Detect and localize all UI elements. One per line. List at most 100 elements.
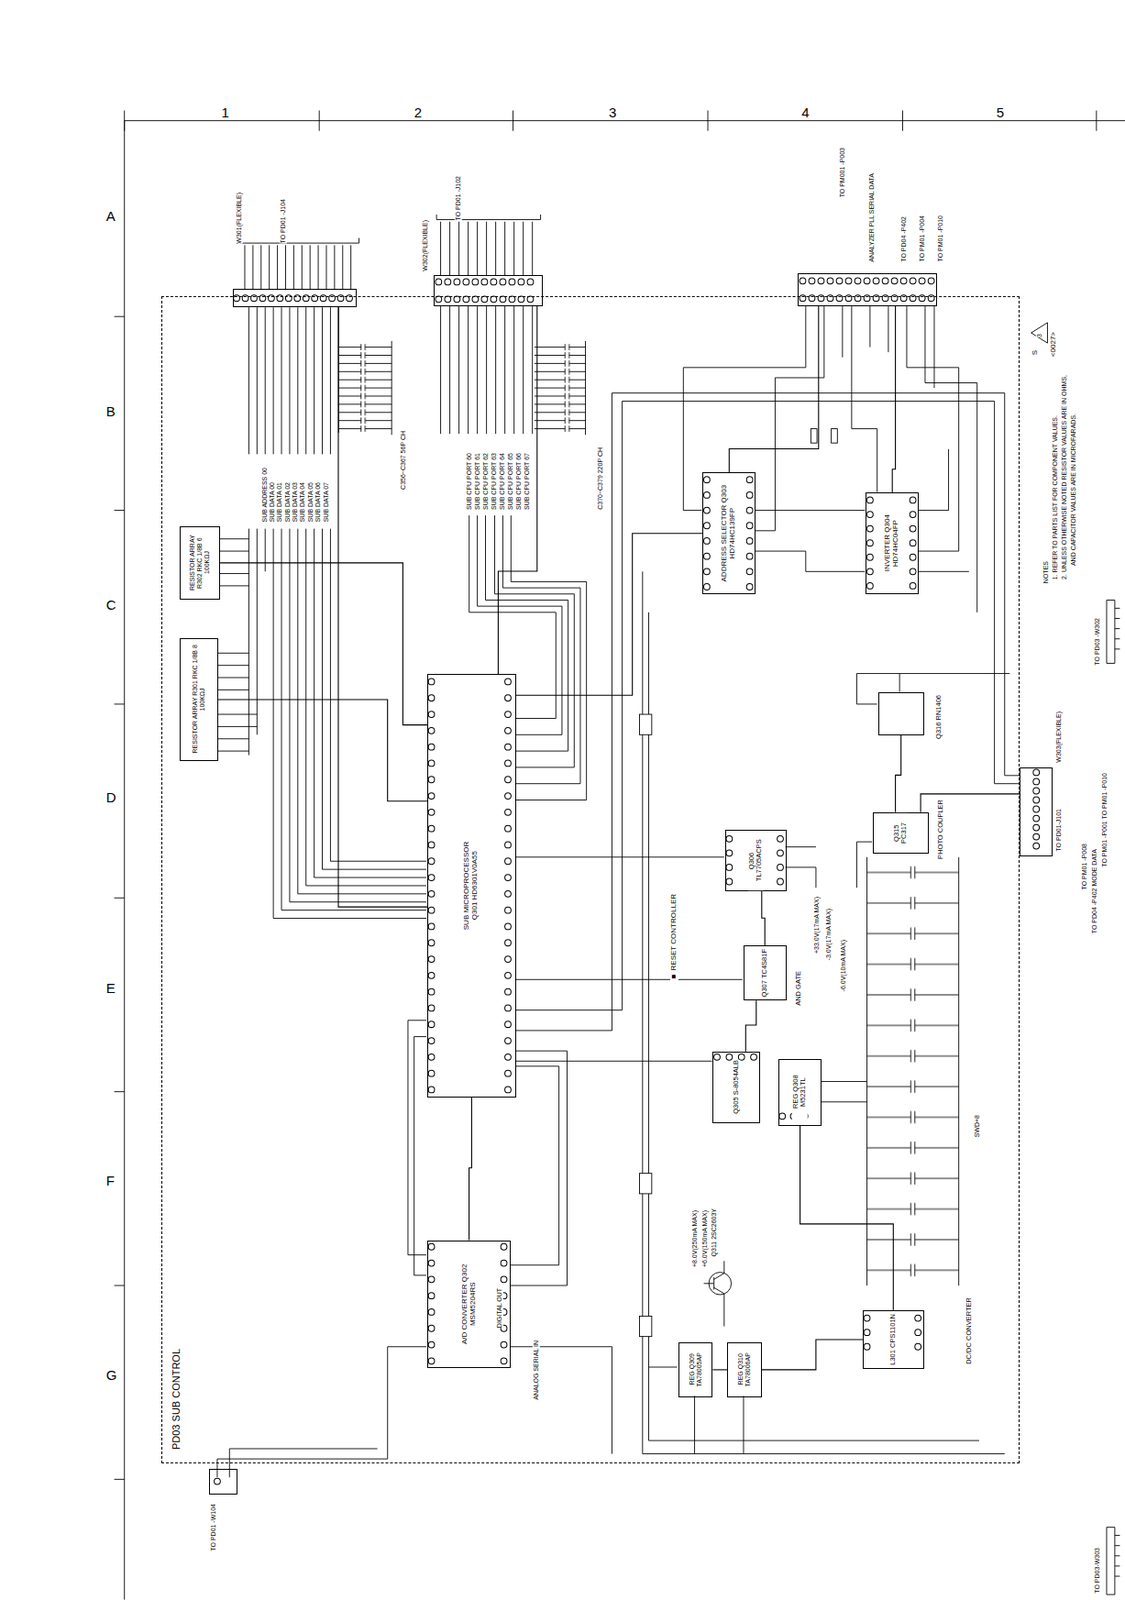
grid-reference: G: [106, 1367, 118, 1384]
part-label: REG Q309 TA78005AP: [688, 1343, 704, 1396]
schematic-label: SUB ADDRESS 00: [261, 467, 269, 523]
part-label: TO PD01 -J102: [454, 176, 463, 221]
schematic-label: SUB CPU PORT 67: [523, 452, 531, 510]
schematic-label: C370~C379 220P CH: [596, 447, 605, 510]
photocoupler-box: Q315 PC317PHOTO COUPLER: [872, 812, 929, 854]
schematic-label: TO PD03 -W302: [1093, 617, 1102, 666]
part-label: W302(FLEXIBLE): [421, 220, 430, 272]
grid-reference: E: [106, 981, 116, 997]
part-label: Q305 S-8054ALB: [732, 1059, 740, 1114]
resistor-array: RESISTOR ARRAY R301 RKC 1/8B 8 100KΩJ: [179, 638, 219, 761]
schematic-label: SUB DATA 01: [275, 482, 284, 522]
schematic-label: SUB DATA 04: [298, 482, 307, 522]
wire-connector: [338, 307, 428, 907]
grid-reference: 4: [801, 105, 809, 122]
grid-reference: C: [106, 597, 117, 614]
part-label: REG Q308 M5231TL: [792, 1059, 808, 1125]
wire-connector: [516, 533, 704, 696]
wire-connector: [469, 1097, 473, 1241]
part-label: TO PD01 -W104: [209, 1503, 218, 1552]
part-label: Q316 RN1406: [935, 694, 943, 739]
ic-box: Q305 S-8054ALB: [712, 1051, 760, 1124]
grid-reference: B: [106, 404, 116, 420]
ic-box: SUB MICROPROCESSOR Q301 HD6301V0A55: [427, 673, 517, 1098]
schematic-label: SUB DATA 03: [291, 482, 299, 522]
part-label: TO PM001 -P003: [838, 147, 847, 198]
part-label: A/D CONVERTER Q302 MSM5204RS: [461, 1244, 478, 1365]
gate-box: Q307 TC4S81FAND GATE: [743, 945, 787, 1001]
wire-connector: [745, 1000, 757, 1052]
part-label: RESISTOR ARRAY R301 RKC 1/8B 8 100KΩJ: [191, 641, 207, 757]
schematic-label: SUB CPU PORT 63: [490, 452, 498, 510]
part-label: ANALYZER PLL SERIAL DATA: [868, 173, 876, 263]
part-label: TO PD04 -P402: [900, 216, 908, 263]
wire-connector: [800, 1125, 894, 1312]
schematic-label: TO PD03-W303: [1093, 1547, 1102, 1594]
schematic-label: 1. REFER TO PARTS LIST FOR COMPONENT VAL…: [1051, 415, 1059, 580]
part-label: AND GATE: [794, 970, 803, 1006]
wires: [217, 306, 1120, 1595]
wire-connector: [220, 562, 428, 726]
grid-reference: 2: [414, 105, 422, 122]
grid-reference: 5: [996, 105, 1004, 122]
schematic-label: Q311 2SC2603Y: [710, 1208, 718, 1257]
wire-connector: [895, 735, 902, 813]
schematic-label: -6.0V(10mA MAX): [839, 939, 848, 992]
regulator-box: REG Q310 TA78006AP: [727, 1342, 762, 1397]
boundary-box: PD03 SUB CONTROL SUB MICROPROCESSOR Q301 …: [161, 296, 1021, 1465]
wire-connector: [920, 794, 1020, 813]
part-label: Q315 PC317: [893, 813, 909, 853]
schematic-label: DIGITAL OUT: [496, 1288, 504, 1328]
schematic-label: SWD+8: [973, 1114, 982, 1137]
schematic-label: 3: [1036, 333, 1044, 338]
frame-ruler: [114, 110, 1125, 1600]
schematic-label: <0027>: [1049, 331, 1059, 357]
wire-connector: [761, 1339, 863, 1370]
schematic-label: NOTES: [1042, 561, 1050, 584]
wire-connector: [497, 306, 537, 675]
connector-block: W301(FLEXIBLE)TO PD01 -J104: [232, 288, 358, 308]
part-label: RESISTOR ARRAY R302 RKC 1/8B 6 100KΩJ: [188, 529, 210, 596]
wire-connector: [892, 306, 895, 494]
connector-block: TO PM001 -P003ANALYZER PLL SERIAL DATATO…: [797, 273, 938, 307]
grid-reference: F: [106, 1173, 115, 1190]
transistor-box: Q316 RN1406: [878, 692, 925, 736]
schematic-label: +33.0V(17mA MAX): [813, 896, 821, 954]
schematic-label: SUB CPU PORT 62: [482, 452, 490, 510]
schematic-label: SUB DATA 00: [268, 482, 276, 522]
connector-block: W302(FLEXIBLE)TO PD01 -J102: [433, 275, 543, 306]
part-label: TO PD01-J101: [1055, 808, 1063, 852]
converter-box: L301 CPS1101NDC/DC CONVERTER: [862, 1310, 925, 1369]
ic-box: INVERTER Q304 HD74HC04FP: [865, 492, 919, 595]
wire-connector: [728, 306, 819, 473]
wire-connector: [712, 1368, 728, 1370]
schematic-label: +6.0V(150mA MAX): [701, 1210, 709, 1268]
part-label: L301 CPS1101N: [889, 1313, 897, 1366]
schematic-label: SUB CPU PORT 64: [498, 452, 507, 510]
part-label: Q307 TC4S81F: [761, 948, 769, 997]
resistor-array: RESISTOR ARRAY R302 RKC 1/8B 6 100KΩJ: [179, 526, 221, 600]
schematic-label: C356~C367 56P CH: [399, 430, 408, 490]
part-label: TO PM01 -P010: [937, 215, 945, 262]
schematic-label: SUB CPU PORT 60: [465, 452, 474, 510]
schematic-label: -3.0V(17mA MAX): [825, 908, 833, 960]
part-label: REG Q310 TA78006AP: [737, 1343, 752, 1396]
schematic-label: SUB DATA 02: [284, 482, 292, 522]
part-label: SUB MICROPROCESSOR Q301 HD6301V0A55: [463, 834, 480, 937]
connector-block: TO PD01 -W104: [209, 1468, 238, 1495]
pin-rows: [217, 280, 1037, 1481]
part-label: W303(FLEXIBLE): [1055, 711, 1063, 763]
schematic-label: TO PM01 -P001 TO PM01 -P010: [1101, 772, 1109, 868]
schematic-label: TO PM01 -P008: [1080, 843, 1089, 890]
schematic-label: ANALOG SERIAL IN: [532, 1340, 541, 1401]
part-label: W301(FLEXIBLE): [235, 192, 243, 244]
part-label: TO PM01 -P004: [918, 215, 927, 262]
part-label: PD03 SUB CONTROL: [170, 1348, 182, 1450]
ic-box: ADDRESS SELECTOR Q303 HD74HC139FP: [702, 472, 756, 595]
ic-box: Q306 TL7705ACPS: [725, 829, 787, 892]
schematic-label: SUB CPU PORT 66: [515, 452, 523, 510]
schematic-label: AND CAPACITOR VALUES ARE IN MICROFARADS.: [1069, 413, 1078, 566]
wire-connector: [218, 699, 428, 802]
